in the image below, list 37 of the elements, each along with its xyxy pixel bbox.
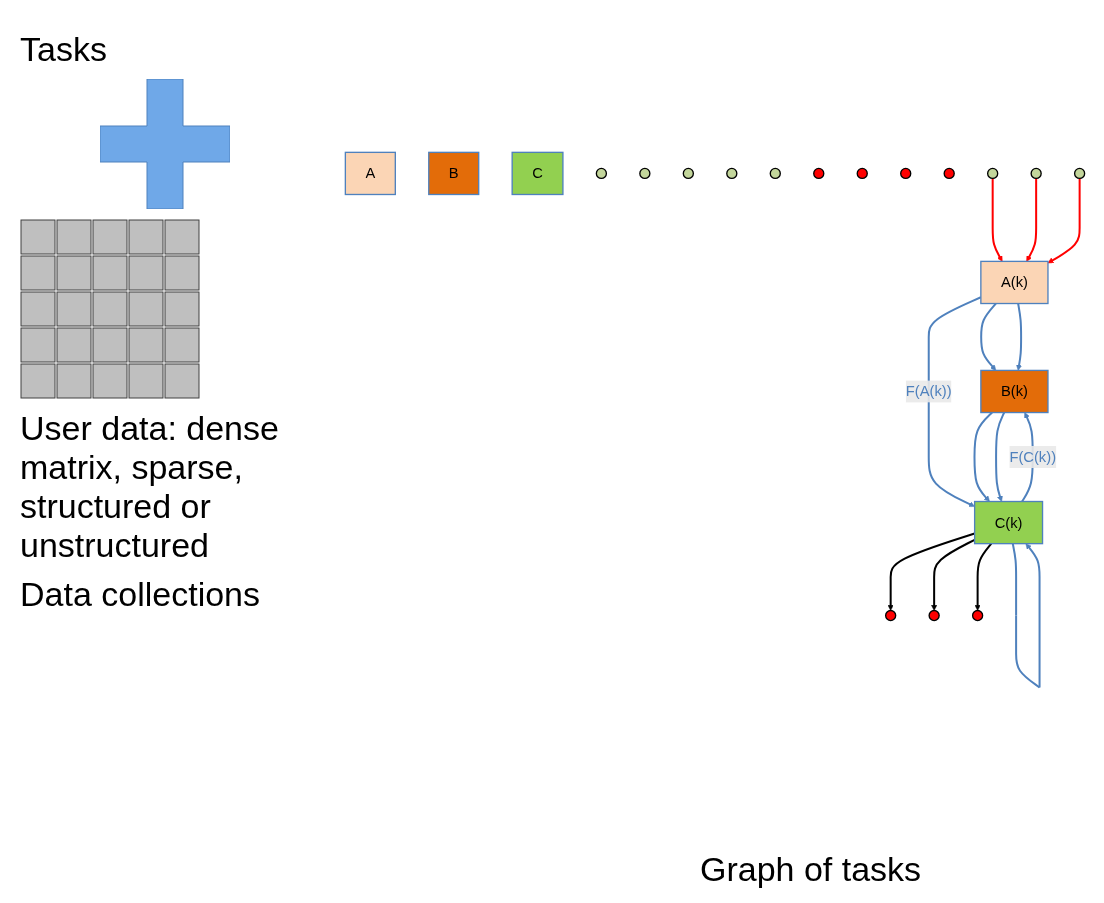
node-box: A(k) (980, 260, 1049, 305)
node-circle (813, 167, 825, 180)
arrow (887, 532, 975, 611)
node-circle (856, 167, 868, 180)
node-circle (900, 167, 912, 180)
section-caption: Graph of tasks (700, 850, 922, 889)
arrow (980, 302, 997, 371)
node-circle (1073, 167, 1086, 180)
section-caption: Data collections (20, 575, 261, 614)
node-circle (943, 167, 955, 180)
arrow (1011, 543, 1041, 689)
edge-label: F(C(k)) (1009, 448, 1057, 466)
node-circle (682, 167, 694, 180)
node-circle (928, 609, 940, 622)
arrow (995, 412, 1006, 502)
edge-label: F(A(k)) (905, 383, 952, 400)
node-circle (726, 167, 738, 180)
arrow (974, 543, 993, 611)
node-circle (971, 609, 984, 622)
section-heading: Tasks (20, 30, 108, 69)
node-circle (1030, 167, 1042, 180)
node-box: A (344, 151, 396, 196)
node-circle (595, 167, 608, 180)
node-box: B (428, 151, 480, 196)
node-circle (987, 167, 999, 180)
arrow (991, 178, 1003, 262)
node-box: B(k) (980, 369, 1049, 414)
node-circle (769, 167, 781, 180)
node-box: C (511, 151, 564, 196)
node-circle (639, 167, 651, 180)
arrow (1047, 178, 1081, 264)
arrow (1016, 303, 1023, 371)
description-text: User data: dense matrix, sparse, structured or unstructured (20, 409, 280, 565)
arrow (973, 411, 993, 502)
node-circle (885, 609, 897, 622)
node-box: C(k) (973, 500, 1044, 545)
arrow (1026, 178, 1038, 262)
